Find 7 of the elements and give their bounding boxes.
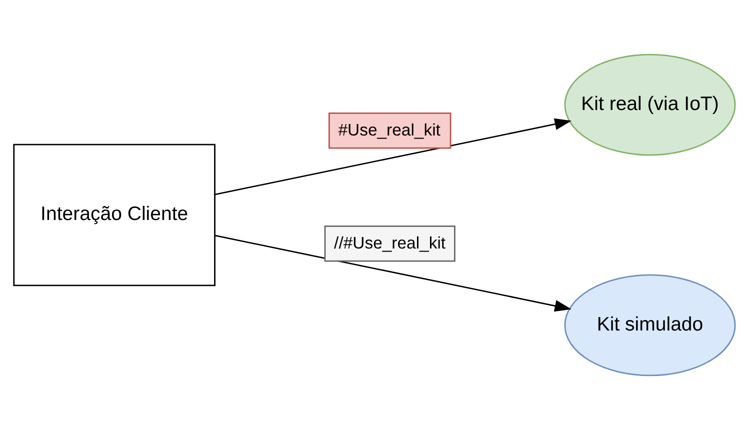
edge-label: //#Use_real_kit (334, 233, 446, 252)
arrow (215, 118, 572, 195)
node-ellipse: Kit simulado (564, 274, 736, 376)
node-box: Interação Cliente (13, 143, 216, 286)
edge-label: #Use_real_kit (338, 120, 440, 140)
arrow (215, 234, 572, 312)
node-ellipse: Kit real (via IoT) (564, 53, 736, 156)
